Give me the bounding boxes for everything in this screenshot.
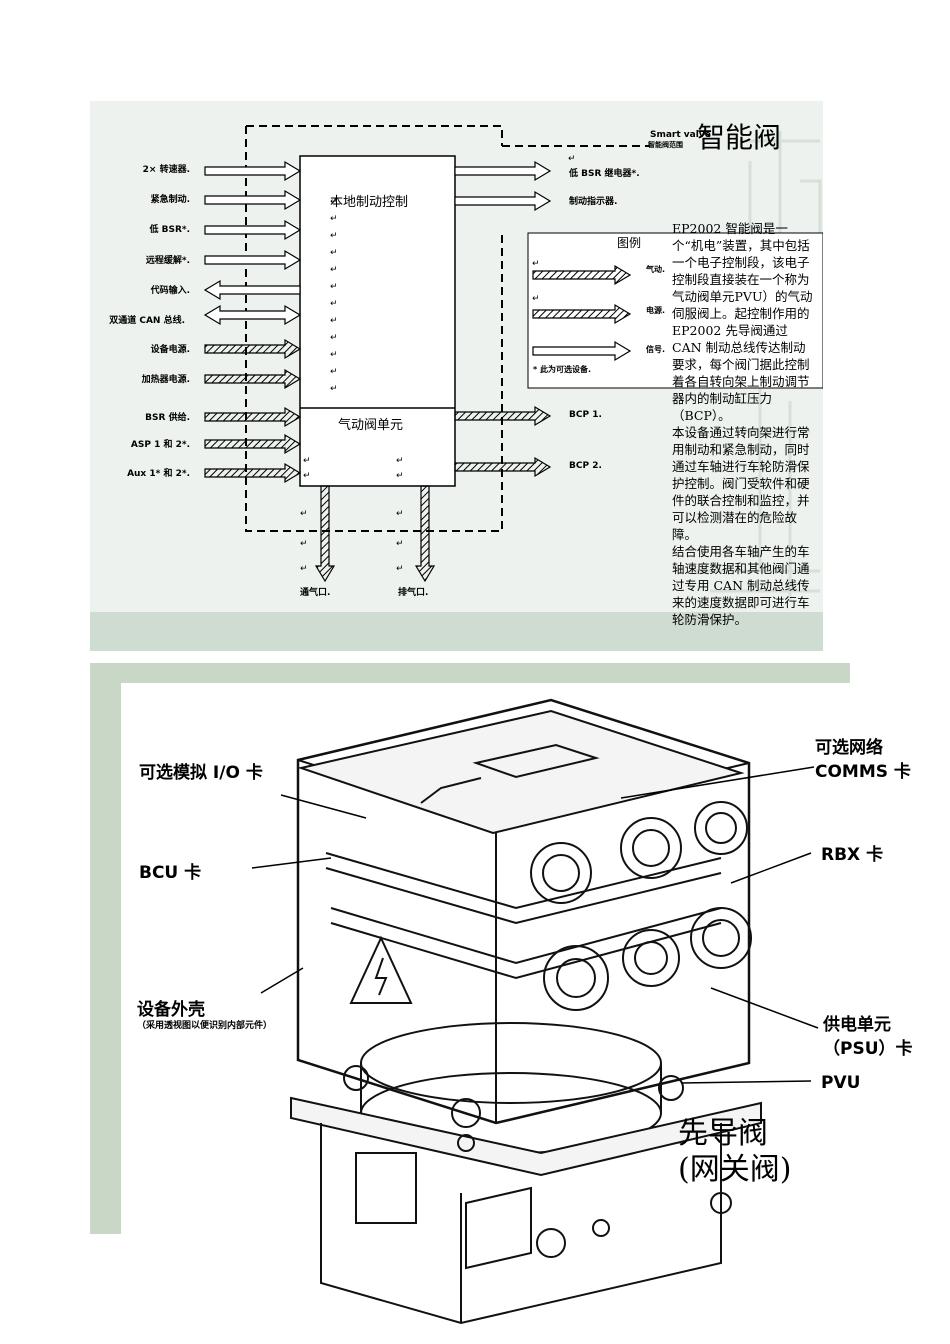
pneumatic-valve-unit-label: 气动阀单元: [338, 418, 404, 433]
diagram-title-zh: 智能阀: [697, 121, 782, 154]
legend-item-signal: 信号.: [646, 345, 666, 354]
input-label-code-input: 代码输入.: [150, 286, 190, 296]
output-label-bcp2: BCP 2.: [569, 461, 602, 471]
svg-text:↵: ↵: [396, 539, 404, 549]
callout-psu-line1: 供电单元: [823, 1015, 891, 1035]
input-label-aux: Aux 1* 和 2*.: [127, 469, 190, 479]
pilot-valve-label-line2: (网关阀): [678, 1152, 792, 1187]
diagram-title-en: Smart valve: [650, 130, 711, 140]
legend-title: 图例: [617, 236, 642, 250]
input-label-remote-release: 远程缓解*.: [145, 256, 190, 266]
output-label-low-bsr-relay: 低 BSR 继电器*.: [569, 169, 640, 179]
svg-text:↵: ↵: [568, 154, 576, 164]
input-label-can-bus: 双通道 CAN 总线.: [109, 316, 185, 326]
local-brake-control-label: 本地制动控制: [330, 195, 409, 210]
callout-comms-line1: 可选网络: [815, 738, 883, 758]
description-paragraph: 本设备通过转向架进行常用制动和紧急制动，同时通过车轴进行车轮防滑保护控制。阀门受…: [672, 425, 810, 542]
svg-text:↵: ↵: [330, 384, 338, 394]
input-label-heater-power: 加热器电源.: [141, 375, 190, 385]
callout-bcu-card: BCU 卡: [139, 863, 202, 883]
diagram-subtitle: 智能阀范围: [648, 141, 683, 149]
input-label-equipment-power: 设备电源.: [150, 345, 190, 355]
smart-valve-device-drawing: [251, 698, 819, 1325]
output-label-brake-indicator: 制动指示器.: [569, 197, 618, 207]
legend-note: * 此为可选设备.: [533, 365, 592, 374]
svg-text:↵: ↵: [330, 316, 338, 326]
output-label-bcp1: BCP 1.: [569, 410, 602, 420]
input-label-asp: ASP 1 和 2*.: [130, 440, 190, 450]
legend-item-power: 电源.: [646, 306, 666, 315]
callout-psu-line2: （PSU）卡: [823, 1039, 913, 1059]
pilot-valve-label-line1: 先导阀: [678, 1116, 768, 1151]
svg-text:↵: ↵: [396, 471, 404, 481]
svg-text:↵: ↵: [396, 456, 404, 466]
svg-text:↵: ↵: [330, 282, 338, 292]
port-label-vent: 通气口.: [300, 588, 331, 598]
svg-text:↵: ↵: [532, 294, 540, 304]
pilot-valve-label: 先导阀 (网关阀): [678, 1116, 791, 1188]
svg-text:↵: ↵: [300, 539, 308, 549]
block-diagram: ↵ ↵ ↵ ↵ ↵ ↵ ↵ ↵ ↵ ↵ ↵ ↵ ↵ ↵ ↵ ↵ ↵ ↵ ↵ ↵ ↵ ↵ ↵ ↵ ↵: [203, 125, 823, 583]
input-label-low-bsr: 低 BSR*.: [149, 225, 190, 235]
svg-text:↵: ↵: [330, 350, 338, 360]
input-label-emergency-brake: 紧急制动.: [150, 195, 190, 205]
svg-text:↵: ↵: [300, 509, 308, 519]
svg-text:↵: ↵: [330, 333, 338, 343]
callout-rbx-card: RBX 卡: [821, 845, 884, 865]
callout-housing: 设备外壳: [137, 1000, 205, 1020]
callout-housing-note: （采用透视图以便识别内部元件）: [137, 1021, 273, 1031]
description-paragraph: EP2002 智能阀是一个“机电”装置，其中包括一个电子控制段，该电子控制段直接…: [672, 221, 813, 423]
description-paragraph: 结合使用各车轴产生的车轴速度数据和其他阀门通过专用 CAN 制动总线传来的速度数…: [672, 544, 810, 627]
diagram-panel-footer: [90, 612, 823, 651]
callout-io-card: 可选模拟 I/O 卡: [139, 763, 263, 783]
input-label-bsr-supply: BSR 供给.: [145, 413, 190, 423]
svg-text:↵: ↵: [396, 509, 404, 519]
svg-text:↵: ↵: [303, 456, 311, 466]
svg-text:↵: ↵: [300, 564, 308, 574]
svg-text:↵: ↵: [330, 197, 338, 207]
svg-text:↵: ↵: [330, 214, 338, 224]
svg-text:↵: ↵: [532, 259, 540, 269]
svg-text:↵: ↵: [330, 299, 338, 309]
svg-text:↵: ↵: [396, 564, 404, 574]
port-label-exhaust: 排气口.: [398, 588, 429, 598]
input-label-tachometer: 2× 转速器.: [142, 165, 190, 175]
svg-text:↵: ↵: [330, 231, 338, 241]
description-text: EP2002 智能阀是一个“机电”装置，其中包括一个电子控制段，该电子控制段直接…: [672, 220, 817, 628]
svg-text:↵: ↵: [330, 248, 338, 258]
callout-pvu: PVU: [821, 1073, 861, 1093]
legend-item-pneumatic: 气动.: [646, 265, 666, 274]
svg-text:↵: ↵: [330, 265, 338, 275]
svg-text:↵: ↵: [303, 471, 311, 481]
callout-comms-line2: COMMS 卡: [815, 762, 911, 782]
svg-text:↵: ↵: [330, 367, 338, 377]
